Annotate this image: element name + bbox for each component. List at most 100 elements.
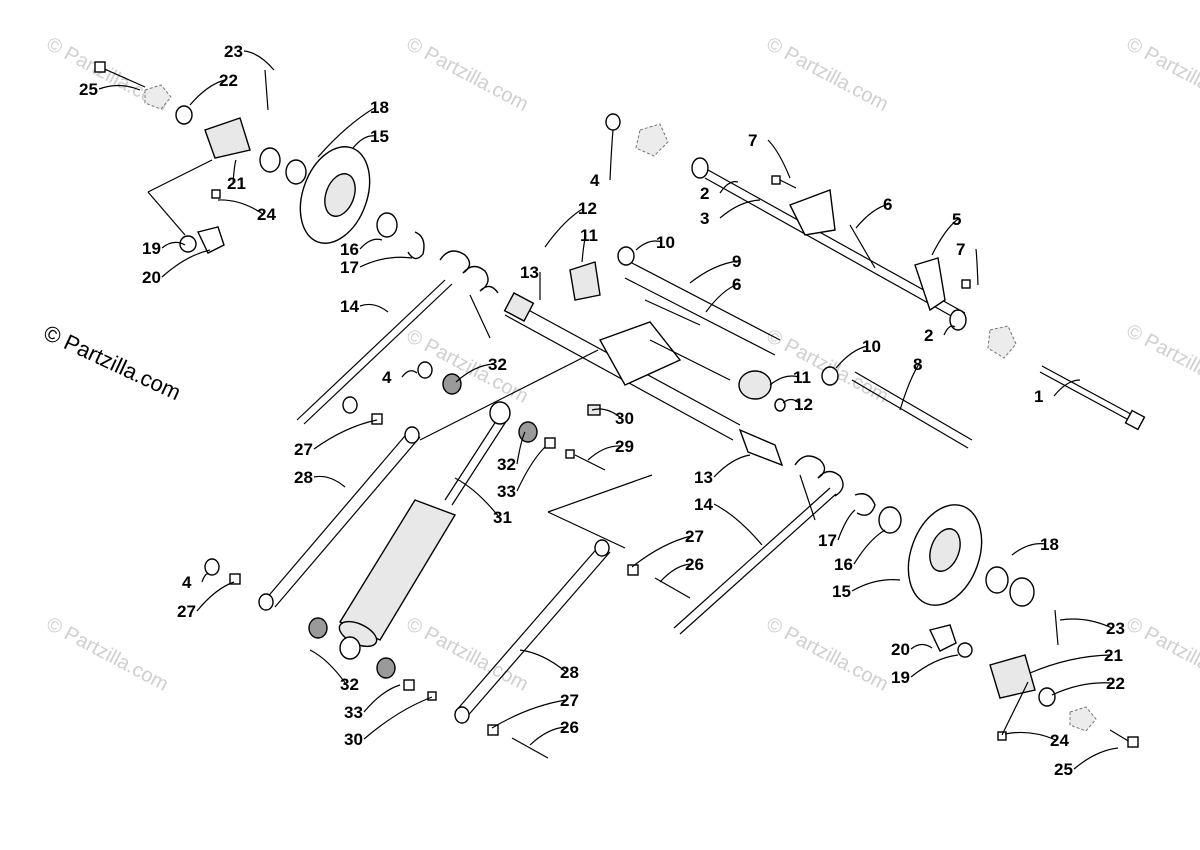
callout-number: 20	[891, 640, 910, 659]
watermark: © Partzilla.com	[43, 613, 172, 696]
callout-number: 6	[732, 275, 741, 294]
callout-number: 21	[1104, 646, 1123, 665]
callout-number: 6	[883, 195, 892, 214]
callout-leader	[161, 249, 211, 278]
callout-number: 30	[344, 730, 363, 749]
callout-leader	[581, 234, 587, 263]
callout-number: 8	[913, 355, 922, 374]
callout-leader	[769, 375, 800, 386]
callout-number: 13	[520, 263, 539, 282]
callout-number: 15	[832, 582, 851, 601]
brand-logo: © Partzilla.com	[40, 320, 185, 405]
callout-leader	[363, 696, 433, 740]
rear-arm-part	[707, 169, 966, 314]
callout-leader	[835, 345, 869, 369]
shock-absorber-part	[338, 499, 457, 641]
callout-number: 16	[340, 240, 359, 259]
callout-number: 4	[382, 368, 392, 387]
watermark: © Partzilla.com	[763, 33, 892, 116]
callout-leader	[516, 431, 526, 465]
callout-leader	[313, 475, 346, 488]
callout-leader	[931, 218, 959, 256]
callout-number: 32	[340, 675, 359, 694]
callout-number: 32	[488, 355, 507, 374]
callout-leader	[401, 370, 418, 378]
watermark: © Partzilla.com	[1123, 613, 1200, 696]
callout-number: 26	[560, 718, 579, 737]
callout-leader	[309, 649, 347, 685]
callout-leader	[837, 509, 856, 541]
watermark: © Partzilla.com	[1123, 33, 1200, 116]
callout-leader	[519, 649, 567, 673]
callout-leader	[454, 477, 500, 518]
callout-number: 31	[493, 508, 512, 527]
callout-leader	[855, 203, 890, 229]
callout-leader	[359, 256, 413, 268]
callout-number: 21	[227, 174, 246, 193]
callout-number: 11	[793, 368, 811, 387]
callout-number: 9	[732, 252, 741, 271]
pin-part	[854, 371, 973, 441]
callout-number: 15	[370, 127, 389, 146]
callout-number: 24	[1050, 731, 1069, 750]
callout-number: 19	[142, 239, 161, 258]
watermark: © Partzilla.com	[1123, 320, 1200, 403]
callout-leader	[899, 363, 920, 411]
callout-number: 16	[834, 555, 853, 574]
watermark: © Partzilla.com	[403, 33, 532, 116]
callout-leader	[1053, 379, 1081, 397]
callout-number: 2	[700, 184, 709, 203]
callout-number: 7	[748, 131, 757, 150]
callout-leader	[609, 129, 614, 181]
callout-number: 11	[580, 226, 598, 245]
callout-leader	[659, 563, 692, 583]
callout-number: 22	[219, 71, 238, 90]
link-arm-part	[264, 429, 411, 601]
callout-number: 30	[615, 409, 634, 428]
callout-leader	[243, 50, 275, 71]
callout-number: 12	[578, 199, 597, 218]
callout-number: 5	[952, 210, 961, 229]
callout-number: 27	[294, 440, 313, 459]
callout-leader	[713, 454, 751, 478]
callout-leader	[910, 654, 959, 678]
callout-leader	[1051, 682, 1113, 696]
callout-number: 32	[497, 455, 516, 474]
callout-leader	[853, 529, 886, 565]
callout-leader	[975, 248, 979, 286]
callout-number: 27	[560, 691, 579, 710]
callout-leader	[363, 684, 401, 713]
callout-leader	[516, 446, 546, 492]
callout-number: 23	[224, 42, 243, 61]
callout-number: 27	[177, 602, 196, 621]
callout-number: 10	[862, 337, 881, 356]
callout-number: 17	[340, 258, 359, 277]
callout-leader	[161, 241, 186, 249]
callout-number: 23	[1106, 619, 1125, 638]
callout-leader	[689, 260, 739, 284]
callout-number: 25	[79, 80, 98, 99]
callout-leader	[631, 535, 692, 568]
callout-leader	[196, 581, 235, 612]
callout-leader	[201, 573, 211, 583]
callout-number: 17	[818, 531, 837, 550]
callout-number: 1	[1034, 387, 1043, 406]
callout-number: 18	[1040, 535, 1059, 554]
callout-number: 4	[590, 171, 600, 190]
callout-leader	[359, 238, 383, 250]
callout-number: 7	[956, 240, 965, 259]
callout-leader	[1059, 618, 1113, 629]
callout-leader	[1004, 731, 1057, 741]
callout-leader	[544, 207, 585, 248]
callout-leader	[635, 240, 663, 251]
callout-layer: 1223444566778910101111121213131414151516…	[79, 42, 1125, 779]
callout-number: 28	[294, 468, 313, 487]
callout-number: 10	[656, 233, 675, 252]
callout-number: 28	[560, 663, 579, 682]
callout-number: 13	[694, 468, 713, 487]
callout-leader	[587, 445, 622, 461]
callout-leader	[313, 419, 378, 450]
callout-leader	[910, 643, 933, 650]
callout-leader	[491, 699, 567, 729]
